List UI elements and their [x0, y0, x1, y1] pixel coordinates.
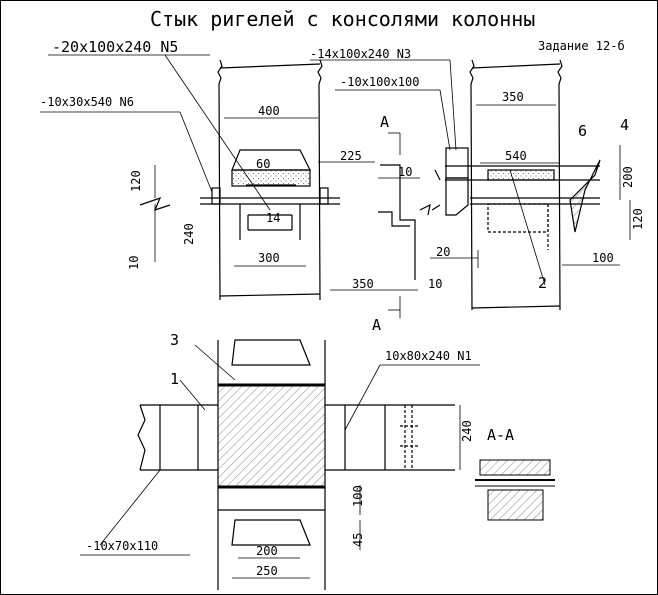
dim-120: 120 [129, 170, 143, 192]
assignment-label: Задание 12-б [538, 39, 625, 53]
dim-240b: 240 [460, 420, 474, 442]
label-plate70: -10x70x110 [86, 539, 158, 553]
marker-6: 6 [578, 122, 587, 140]
label-n1: 10x80x240 N1 [385, 349, 472, 363]
dim-350a: 350 [352, 277, 374, 291]
dim-250: 250 [256, 564, 278, 578]
dim-10a: 10 [398, 165, 412, 179]
dim-400: 400 [258, 104, 280, 118]
plan-view-dims [80, 344, 480, 579]
cut-a-top: A [380, 113, 389, 131]
dim-350b: 350 [502, 90, 524, 104]
marker-1: 1 [170, 370, 179, 388]
dim-200a: 200 [621, 166, 635, 188]
label-plate100: -10x100x100 [340, 75, 419, 89]
elevation-left [139, 59, 431, 301]
dim-300: 300 [258, 251, 280, 265]
dim-10b: 10 [127, 256, 141, 270]
dim-20: 20 [436, 245, 450, 259]
dim-120b: 120 [631, 208, 645, 230]
marker-3: 3 [170, 331, 179, 349]
dim-100b: 100 [351, 485, 365, 507]
label-n6: -10x30x540 N6 [40, 95, 134, 109]
label-n5: -20x100x240 N5 [52, 38, 178, 56]
drawing-title: Стык ригелей с консолями колонны [150, 7, 535, 31]
elevation-left-dims [40, 54, 420, 318]
section-a-a-label: A-A [487, 426, 514, 444]
dim-540: 540 [505, 149, 527, 163]
elevation-right-dims [310, 59, 631, 286]
dim-225: 225 [340, 149, 362, 163]
dim-10c: 10 [428, 277, 442, 291]
dim-45: 45 [351, 533, 365, 547]
elevation-right [431, 59, 601, 311]
marker-4: 4 [620, 116, 629, 134]
section-a-a [475, 459, 555, 521]
dim-200b: 200 [256, 544, 278, 558]
dim-100a: 100 [592, 251, 614, 265]
dim-240: 240 [182, 223, 196, 245]
marker-2: 2 [538, 274, 547, 292]
label-n3: -14x100x240 N3 [310, 47, 411, 61]
cut-a-bottom: A [372, 316, 381, 334]
dim-60: 60 [256, 157, 270, 171]
dim-14: 14 [266, 211, 280, 225]
plan-view [137, 339, 455, 590]
